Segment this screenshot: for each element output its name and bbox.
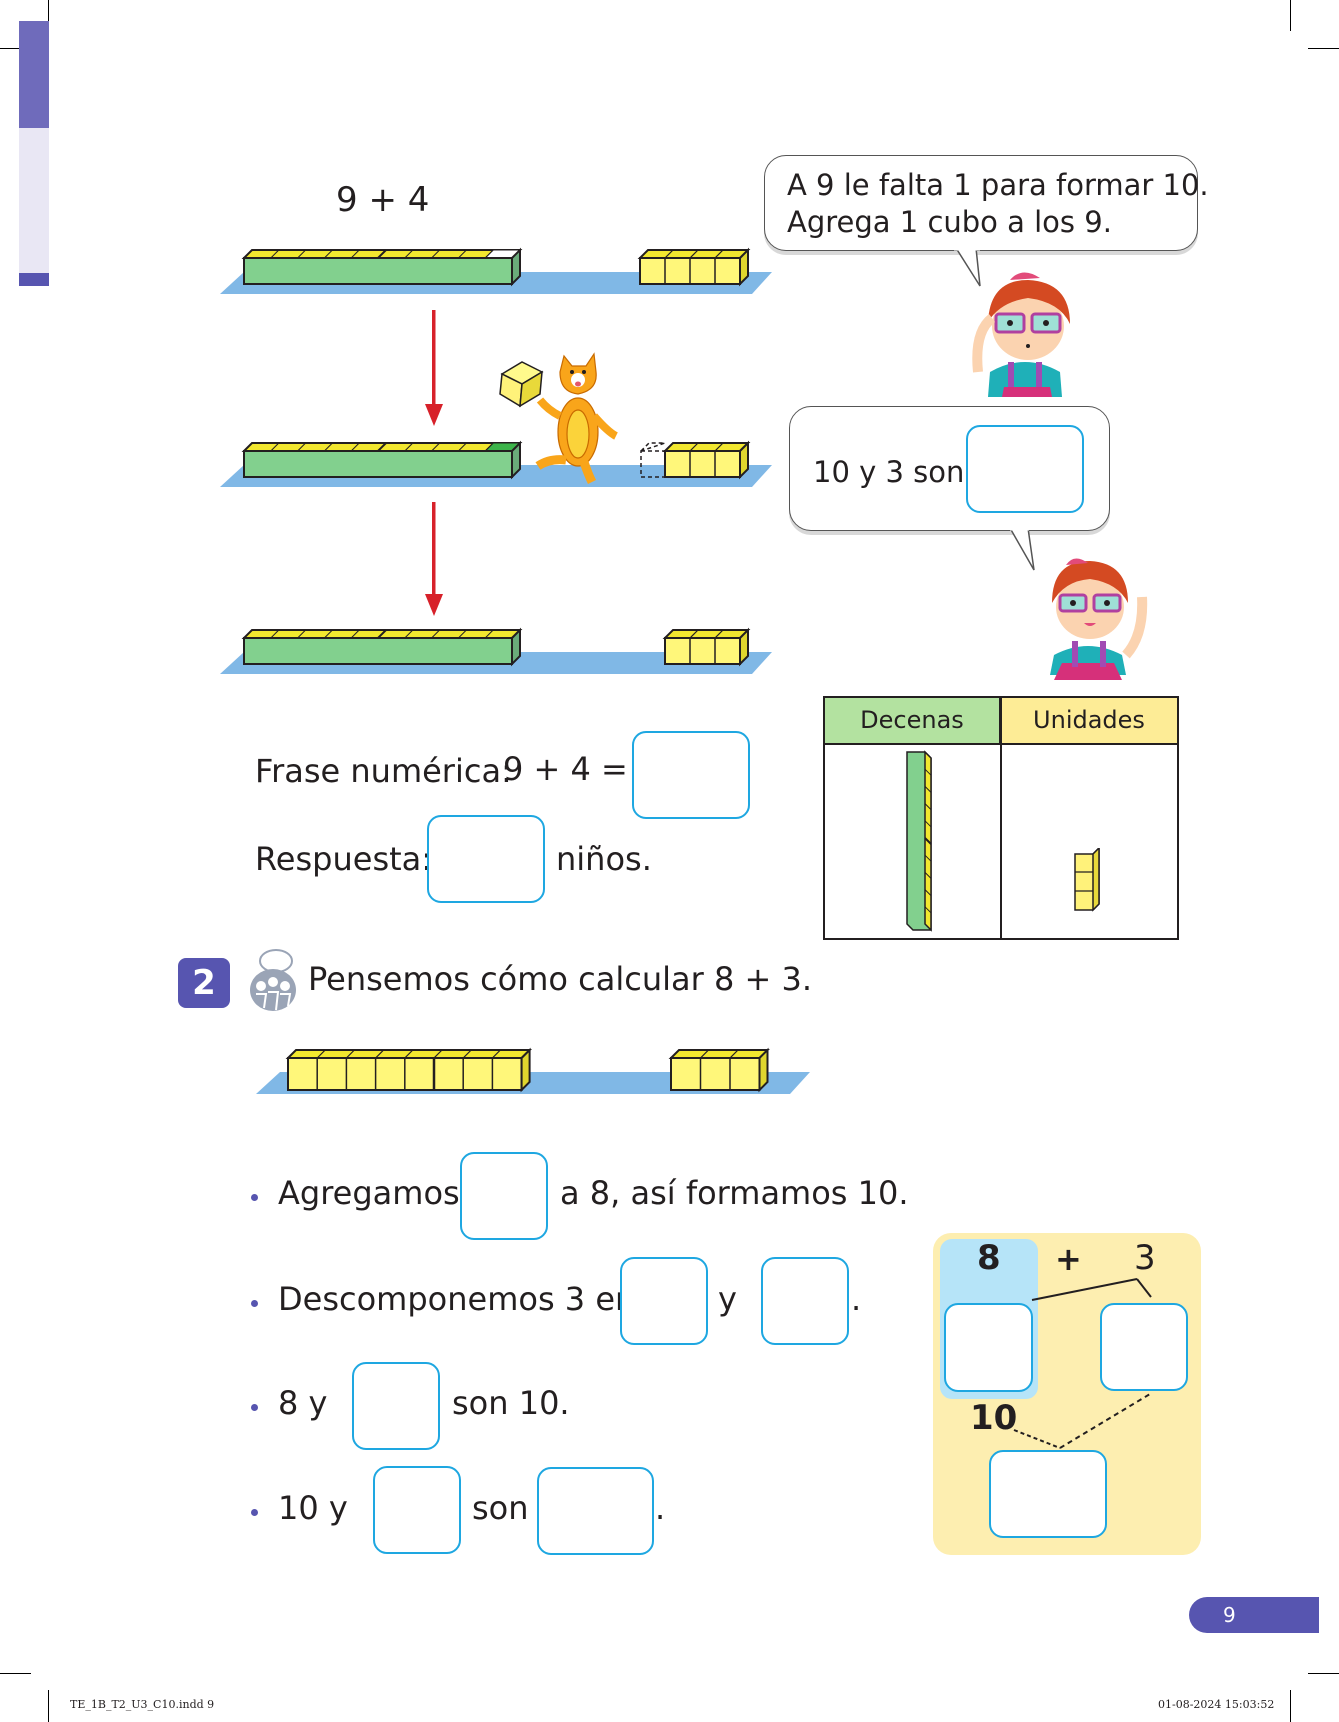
crop-mark: [0, 48, 31, 49]
bullet: [251, 1404, 258, 1411]
crop-mark: [0, 1673, 31, 1674]
block-rows-illustration: [220, 247, 772, 674]
bullet4-answer-box-2[interactable]: [537, 1467, 654, 1555]
bond-operator: +: [1055, 1240, 1082, 1278]
bullet: [251, 1194, 258, 1201]
bullet: [251, 1300, 258, 1307]
number-sentence-answer-box[interactable]: [632, 731, 750, 819]
crop-mark: [1290, 0, 1291, 31]
bullet3-text-after: son 10.: [452, 1384, 570, 1422]
rod-tick: [924, 872, 932, 879]
bubble-tail: [954, 248, 981, 287]
bond-right-number: 3: [1134, 1238, 1156, 1278]
bullet2-answer-box-2[interactable]: [761, 1257, 849, 1345]
bullet3-answer-box[interactable]: [352, 1362, 440, 1450]
ones-cubes: [662, 440, 751, 480]
bullet2-answer-box-1[interactable]: [620, 1257, 708, 1345]
think-together-icon: [250, 949, 296, 1011]
hint-line-2: Agrega 1 cubo a los 9.: [787, 205, 1112, 239]
question-text: 10 y 3 son: [813, 455, 965, 489]
ones-cubes: [662, 627, 751, 667]
girl-character-pointing-icon: [1050, 558, 1148, 680]
side-tab-middle: [19, 128, 49, 273]
side-tab-bottom: [19, 273, 49, 286]
problem2-title: Pensemos cómo calcular 8 + 3.: [308, 960, 813, 998]
answer-box-ten-and-three[interactable]: [966, 425, 1084, 513]
crop-mark: [1308, 48, 1339, 49]
ten-rod: [241, 440, 523, 480]
bond-left-number: 8: [977, 1238, 1001, 1278]
bullet4-text-before: 10 y: [278, 1489, 348, 1527]
bond-answer-box-sum[interactable]: [989, 1450, 1107, 1538]
side-tab-top: [19, 21, 49, 128]
rod-tick: [924, 837, 932, 845]
problem1-expression: 9 + 4: [336, 180, 430, 220]
rod-tick: [924, 854, 932, 862]
footer-filename: TE_1B_T2_U3_C10.indd 9: [70, 1698, 215, 1711]
crop-mark: [48, 0, 49, 31]
cat-mascot-icon: [499, 352, 618, 485]
number-sentence-expression: 9 + 4 =: [503, 750, 628, 788]
problem-number-badge: 2: [178, 958, 230, 1008]
bullet4-text-after: .: [655, 1489, 666, 1527]
problem2-blocks-illustration: [256, 1047, 810, 1094]
rod-tick: [924, 768, 932, 776]
number-sentence-label: Frase numérica:: [255, 752, 512, 790]
bond-ten-label: 10: [970, 1398, 1018, 1438]
girl-character-thinking-icon: [972, 272, 1070, 397]
bullet: [251, 1509, 258, 1516]
response-unit: niños.: [556, 840, 652, 878]
ten-rod-icon: [906, 750, 932, 932]
left-cubes: [285, 1047, 533, 1093]
unit-cubes-icon: [1074, 848, 1100, 912]
bullet4-answer-box-1[interactable]: [373, 1466, 461, 1554]
ten-rod: [241, 627, 523, 667]
rod-tick: [924, 786, 932, 793]
bond-answer-box-left[interactable]: [944, 1303, 1033, 1392]
place-value-table: Decenas Unidades: [823, 696, 1179, 940]
missing-cube-outline: [640, 450, 666, 478]
column-divider: [1000, 698, 1002, 938]
page-number: 9: [1223, 1603, 1236, 1627]
bullet1-text-after: a 8, así formamos 10.: [560, 1174, 909, 1212]
crop-mark: [48, 1690, 49, 1722]
crop-mark: [1290, 1690, 1291, 1722]
ones-cubes: [637, 247, 751, 287]
hint-line-1: A 9 le falta 1 para formar 10.: [787, 168, 1209, 202]
down-arrow-icon: [425, 310, 443, 426]
down-arrow-icon: [425, 502, 443, 616]
rod-tick: [924, 889, 932, 896]
rod-tick: [924, 803, 932, 810]
bubble-tail: [1010, 528, 1035, 571]
rod-tick: [924, 906, 932, 914]
bullet4-text-middle: son: [472, 1489, 529, 1527]
bullet3-text-before: 8 y: [278, 1384, 328, 1422]
bullet2-text-middle: y: [718, 1280, 737, 1318]
rod-tick: [924, 820, 932, 828]
header-decenas: Decenas: [825, 698, 1001, 745]
header-unidades: Unidades: [1001, 698, 1177, 745]
page-number-tab: 9: [1189, 1597, 1319, 1633]
bullet2-text-before: Descomponemos 3 en: [278, 1280, 636, 1318]
bullet1-text-before: Agregamos: [278, 1174, 460, 1212]
right-cubes: [668, 1047, 770, 1093]
response-answer-box[interactable]: [427, 815, 545, 903]
bond-connector-lines: [1013, 1278, 1152, 1449]
bullet2-text-after: .: [851, 1280, 862, 1318]
response-label: Respuesta:: [255, 840, 433, 878]
ten-rod: [241, 247, 523, 287]
bullet1-answer-box[interactable]: [460, 1152, 548, 1240]
speech-bubble-hint: A 9 le falta 1 para formar 10. Agrega 1 …: [764, 155, 1209, 251]
footer-timestamp: 01-08-2024 15:03:52: [1158, 1698, 1275, 1711]
speech-bubble-question: 10 y 3 son: [789, 406, 1110, 531]
bond-answer-box-right[interactable]: [1100, 1303, 1188, 1391]
crop-mark: [1308, 1673, 1339, 1674]
